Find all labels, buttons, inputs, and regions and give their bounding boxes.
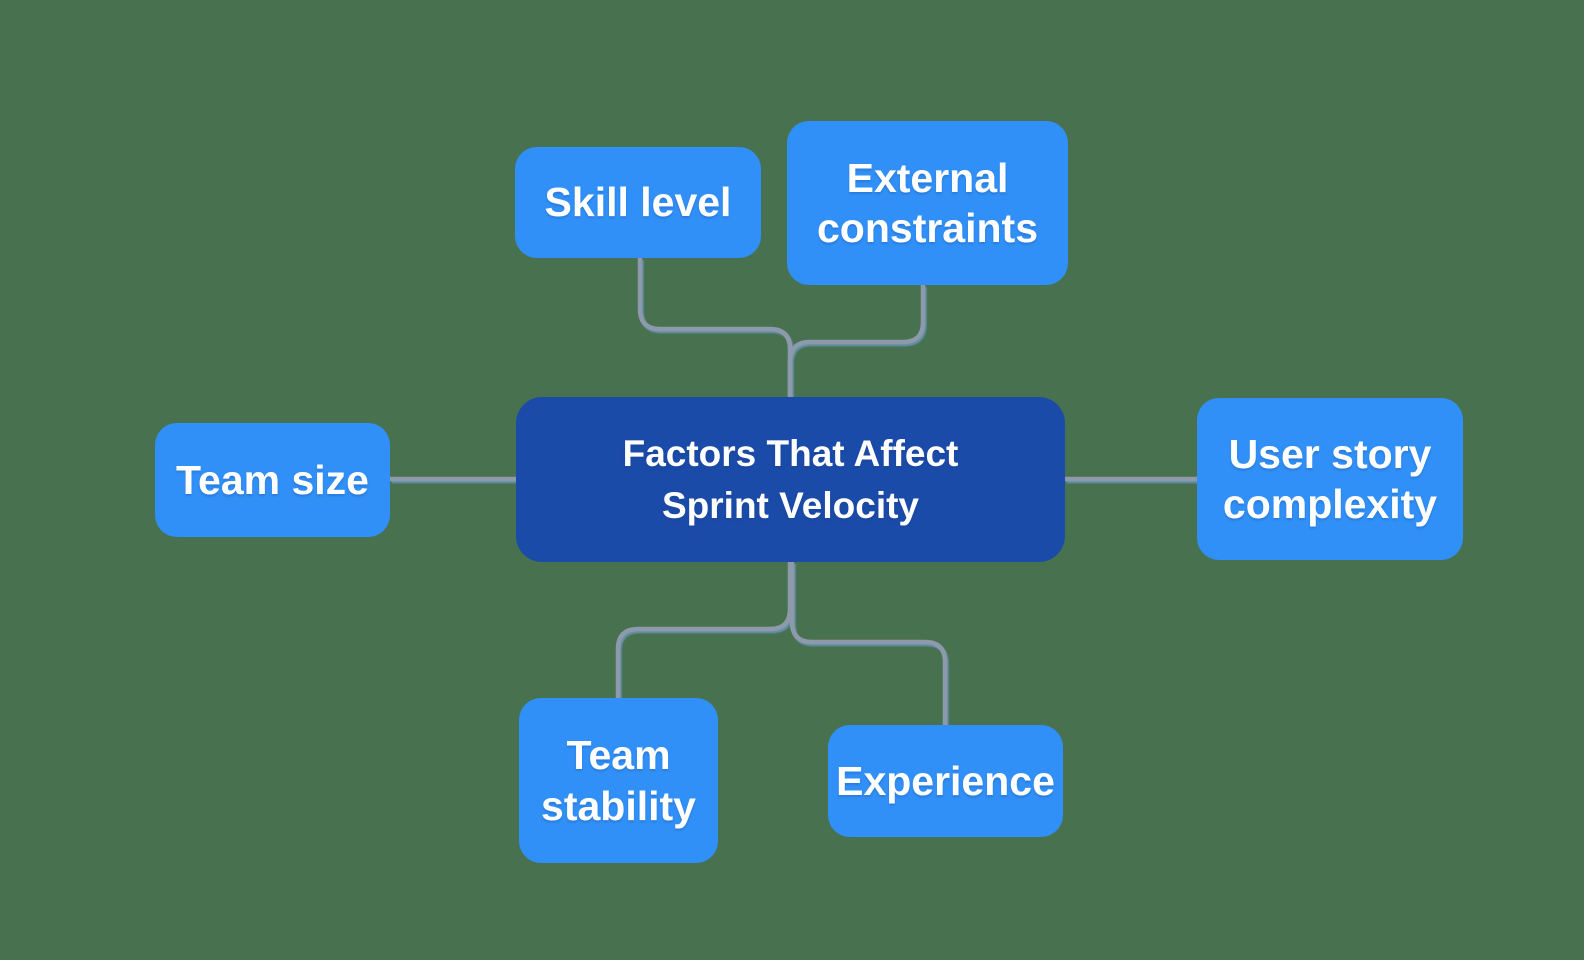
node-team-size-label: Team size — [176, 456, 369, 503]
node-center-label-line2: Sprint Velocity — [661, 484, 919, 526]
node-center-factors[interactable]: Factors That Affect Sprint Velocity — [516, 397, 1065, 562]
node-user-story-complexity-label-line1: User story — [1228, 430, 1432, 477]
node-center-label-line1: Factors That Affect — [622, 433, 959, 475]
node-team-stability[interactable]: Team stability — [519, 698, 718, 863]
node-team-stability-label-line1: Team — [566, 732, 671, 779]
node-experience[interactable]: Experience — [828, 725, 1063, 837]
connector-center-to-team-stability — [615, 562, 793, 698]
node-skill-level-label: Skill level — [544, 179, 732, 226]
node-team-stability-label-line2: stability — [541, 782, 696, 829]
connector-center-to-experience — [789, 562, 948, 725]
node-skill-level[interactable]: Skill level — [515, 147, 761, 258]
node-experience-label: Experience — [836, 757, 1055, 804]
node-external-constraints[interactable]: External constraints — [787, 121, 1068, 285]
node-team-size[interactable]: Team size — [155, 423, 390, 537]
node-user-story-complexity-label-line2: complexity — [1222, 481, 1438, 527]
node-external-constraints-label-line1: External — [846, 154, 1009, 201]
connector-external-constraints-to-center — [787, 285, 926, 397]
connector-skill-level-to-center — [637, 258, 793, 397]
node-external-constraints-label-line2: constraints — [817, 205, 1038, 251]
node-user-story-complexity[interactable]: User story complexity — [1197, 398, 1463, 560]
